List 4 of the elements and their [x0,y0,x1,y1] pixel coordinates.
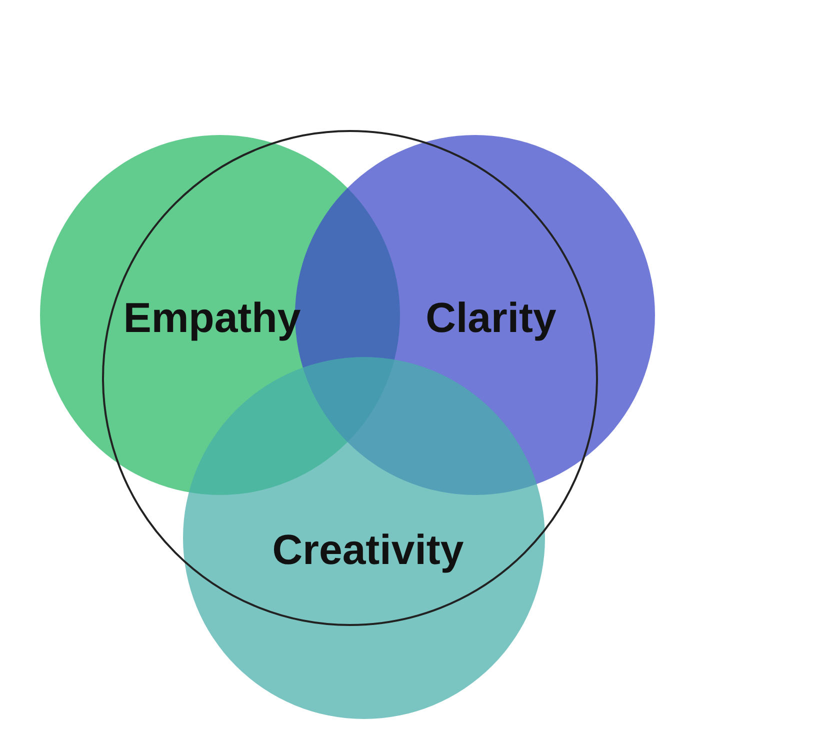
circle-label: Creativity [272,526,464,574]
outline-circle [102,130,598,626]
circle-label: Empathy [123,294,301,342]
circle-label: Clarity [426,294,556,342]
